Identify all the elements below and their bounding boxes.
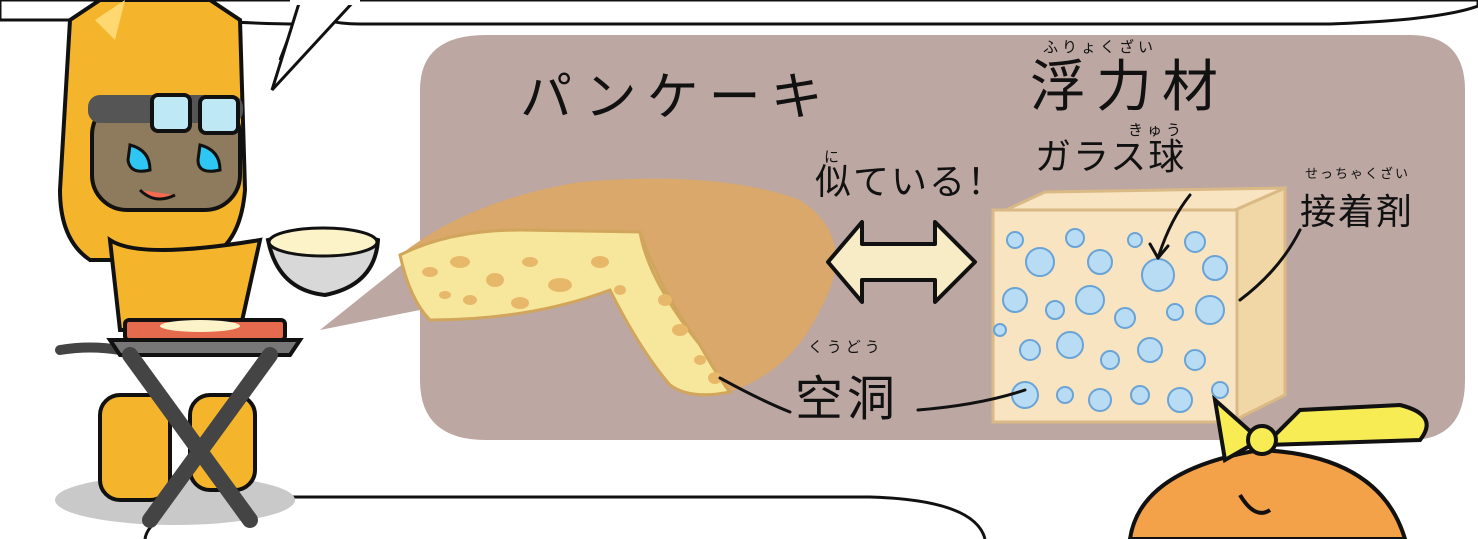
top-speech-bubble [0, 0, 1478, 92]
adhesive-ruby: せっちゃくざい [1305, 167, 1411, 182]
orange-ribbon-character-icon [1127, 394, 1429, 539]
adhesive-label: 接着剤 [1300, 192, 1415, 233]
double-arrow-icon [826, 220, 977, 304]
yellow-cat-icon [55, 0, 295, 525]
syntactic-foam-illustration [991, 185, 1287, 424]
cavity-ruby: くうどう [808, 338, 884, 356]
buoyancy-material-ruby: ふりょくざい [1043, 38, 1158, 56]
pancake-title: パンケーキ [520, 68, 833, 128]
buoyancy-material-title: 浮力材 [1030, 55, 1228, 120]
similar-label: 似ている！ [815, 162, 1006, 203]
label-pointers [718, 193, 1302, 414]
glass-sphere-ruby: きゅう [1128, 121, 1186, 139]
glass-sphere-label: ガラス球 [1035, 137, 1187, 178]
cavity-label: 空洞 [795, 371, 900, 427]
mixing-bowl-icon [265, 226, 381, 298]
similar-ruby: に [824, 148, 844, 166]
griddle-stand-icon [106, 318, 304, 528]
